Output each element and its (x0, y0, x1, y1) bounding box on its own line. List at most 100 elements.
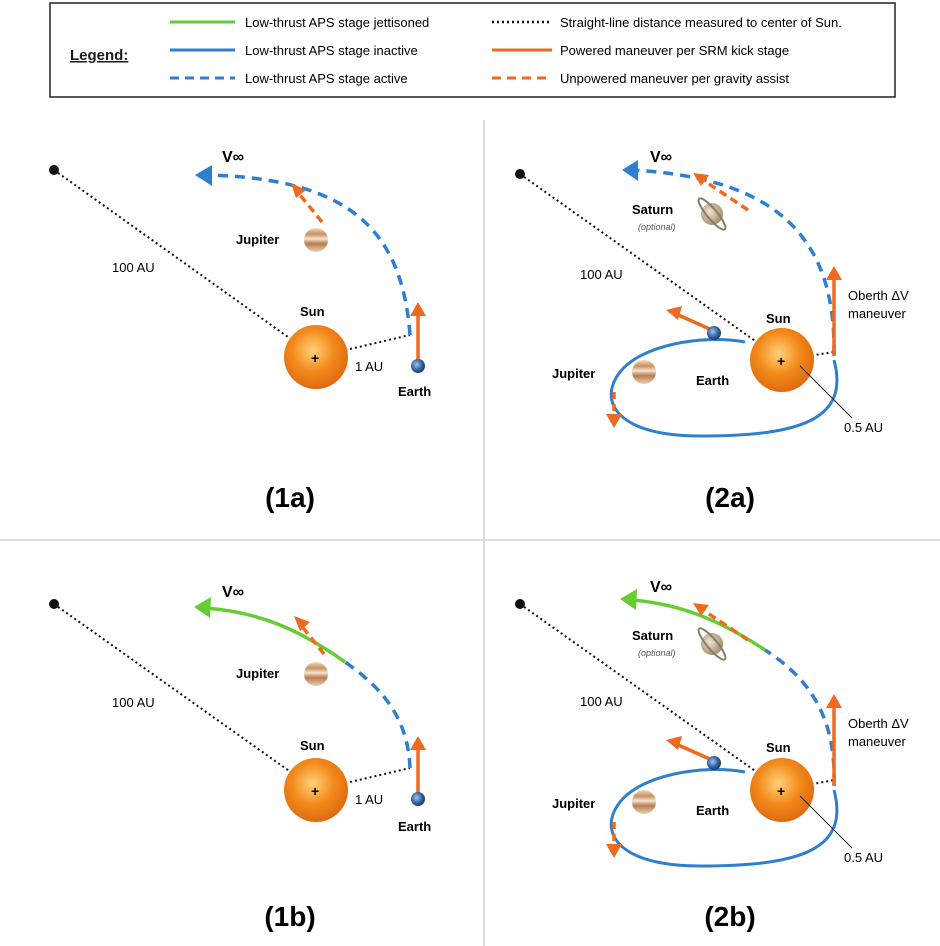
v-inf-arrowhead (195, 165, 212, 186)
oberth-label-line1: Oberth ΔV (848, 288, 909, 303)
trajectory-inactive-loop (609, 338, 839, 438)
oberth-arrow (826, 266, 842, 356)
legend-label-active: Low-thrust APS stage active (245, 71, 408, 86)
legend-label-jettisoned: Low-thrust APS stage jettisoned (245, 15, 429, 30)
saturn-note: (optional) (638, 222, 676, 232)
jupiter-icon (632, 790, 656, 814)
jupiter-label: Jupiter (236, 232, 279, 247)
trajectory-jettisoned (204, 606, 347, 664)
earth-departure-arrow (666, 736, 713, 762)
jupiter-flyby-arrow (606, 822, 622, 858)
jupiter-flyby-arrow (606, 392, 622, 428)
legend-label-inactive: Low-thrust APS stage inactive (245, 43, 418, 58)
legend-title: Legend: (70, 47, 128, 64)
saturn-note: (optional) (638, 648, 676, 658)
jupiter-label: Jupiter (236, 666, 279, 681)
oberth-arrow (826, 694, 842, 786)
label-100au: 100 AU (112, 260, 155, 275)
v-inf-arrowhead (620, 589, 637, 610)
panel-caption: (1a) (265, 482, 315, 513)
earth-label: Earth (696, 803, 729, 818)
jupiter-label: Jupiter (552, 366, 595, 381)
trajectory-active (631, 168, 836, 356)
saturn-icon (697, 197, 727, 231)
sun-label: Sun (300, 304, 325, 319)
saturn-flyby-arrow (693, 173, 749, 212)
panel-caption: (2b) (704, 901, 755, 932)
legend-item-powered: Powered maneuver per SRM kick stage (492, 43, 789, 58)
trajectory-active (343, 660, 412, 769)
earth-icon (411, 359, 425, 373)
legend: Legend: Low-thrust APS stage jettisoned … (49, 2, 896, 98)
v-inf-label: V∞ (650, 579, 672, 596)
legend-label-powered: Powered maneuver per SRM kick stage (560, 43, 789, 58)
legend-item-active: Low-thrust APS stage active (170, 71, 408, 86)
trajectory-active (204, 173, 412, 336)
trajectory-jettisoned (631, 598, 766, 652)
panel-caption: (1b) (264, 901, 315, 932)
saturn-label: Saturn (632, 202, 673, 217)
saturn-flyby-arrow (693, 603, 749, 642)
v-inf-arrowhead (194, 597, 211, 618)
jupiter-flyby-arrow (294, 616, 326, 656)
legend-item-jettisoned: Low-thrust APS stage jettisoned (170, 15, 429, 30)
jupiter-icon (304, 662, 328, 686)
sun-icon (750, 758, 814, 822)
sun-label: Sun (300, 738, 325, 753)
earth-label: Earth (696, 373, 729, 388)
distance-line-100au (519, 603, 783, 791)
jupiter-icon (304, 228, 328, 252)
v-inf-label: V∞ (222, 149, 244, 166)
panel-caption: (2a) (705, 482, 755, 513)
sun-icon (750, 328, 814, 392)
legend-item-unpowered: Unpowered maneuver per gravity assist (492, 71, 789, 86)
panel-1a: 100 AU V∞ Jupiter + Sun 1 AU Earth (1a) (49, 149, 431, 513)
distance-line-100au (53, 169, 317, 358)
sun-plus: + (777, 353, 785, 369)
v-inf-label: V∞ (650, 149, 672, 166)
kick-stage-arrow (410, 736, 426, 793)
sun-plus: + (777, 783, 785, 799)
jupiter-flyby-arrow (291, 183, 324, 224)
legend-label-unpowered: Unpowered maneuver per gravity assist (560, 71, 789, 86)
earth-icon (707, 756, 721, 770)
label-100au: 100 AU (112, 695, 155, 710)
legend-item-inactive: Low-thrust APS stage inactive (170, 43, 418, 58)
jupiter-icon (632, 360, 656, 384)
earth-label: Earth (398, 384, 431, 399)
panel-2b: 100 AU V∞ Saturn (optional) Oberth ΔV ma… (515, 579, 909, 932)
perihelion-leader (799, 365, 853, 419)
kick-stage-arrow (410, 302, 426, 360)
panel-2a: 100 AU V∞ Saturn (optional) Oberth ΔV ma… (515, 149, 909, 513)
oberth-label-line2: maneuver (848, 734, 906, 749)
oberth-label-line1: Oberth ΔV (848, 716, 909, 731)
label-100au: 100 AU (580, 694, 623, 709)
sun-plus: + (311, 783, 319, 799)
distance-line-100au (53, 603, 317, 791)
sun-icon (284, 758, 348, 822)
panel-1b: 100 AU V∞ Jupiter + Sun 1 AU Earth (1b) (49, 584, 431, 932)
distance-line-100au (519, 173, 783, 361)
trajectory-inactive-loop (609, 768, 839, 868)
saturn-icon (697, 627, 727, 661)
earth-icon (707, 326, 721, 340)
earth-label: Earth (398, 819, 431, 834)
jupiter-label: Jupiter (552, 796, 595, 811)
label-perihelion: 0.5 AU (844, 420, 883, 435)
earth-icon (411, 792, 425, 806)
v-inf-arrowhead (622, 160, 638, 181)
saturn-label: Saturn (632, 628, 673, 643)
label-1au: 1 AU (355, 792, 383, 807)
sun-icon (284, 325, 348, 389)
legend-label-straight: Straight-line distance measured to cente… (560, 15, 842, 30)
earth-departure-arrow (666, 306, 713, 332)
label-1au: 1 AU (355, 359, 383, 374)
legend-item-straight: Straight-line distance measured to cente… (492, 15, 842, 30)
sun-label: Sun (766, 740, 791, 755)
sun-label: Sun (766, 311, 791, 326)
oberth-label-line2: maneuver (848, 306, 906, 321)
sun-plus: + (311, 350, 319, 366)
perihelion-leader (799, 795, 853, 849)
label-100au: 100 AU (580, 267, 623, 282)
